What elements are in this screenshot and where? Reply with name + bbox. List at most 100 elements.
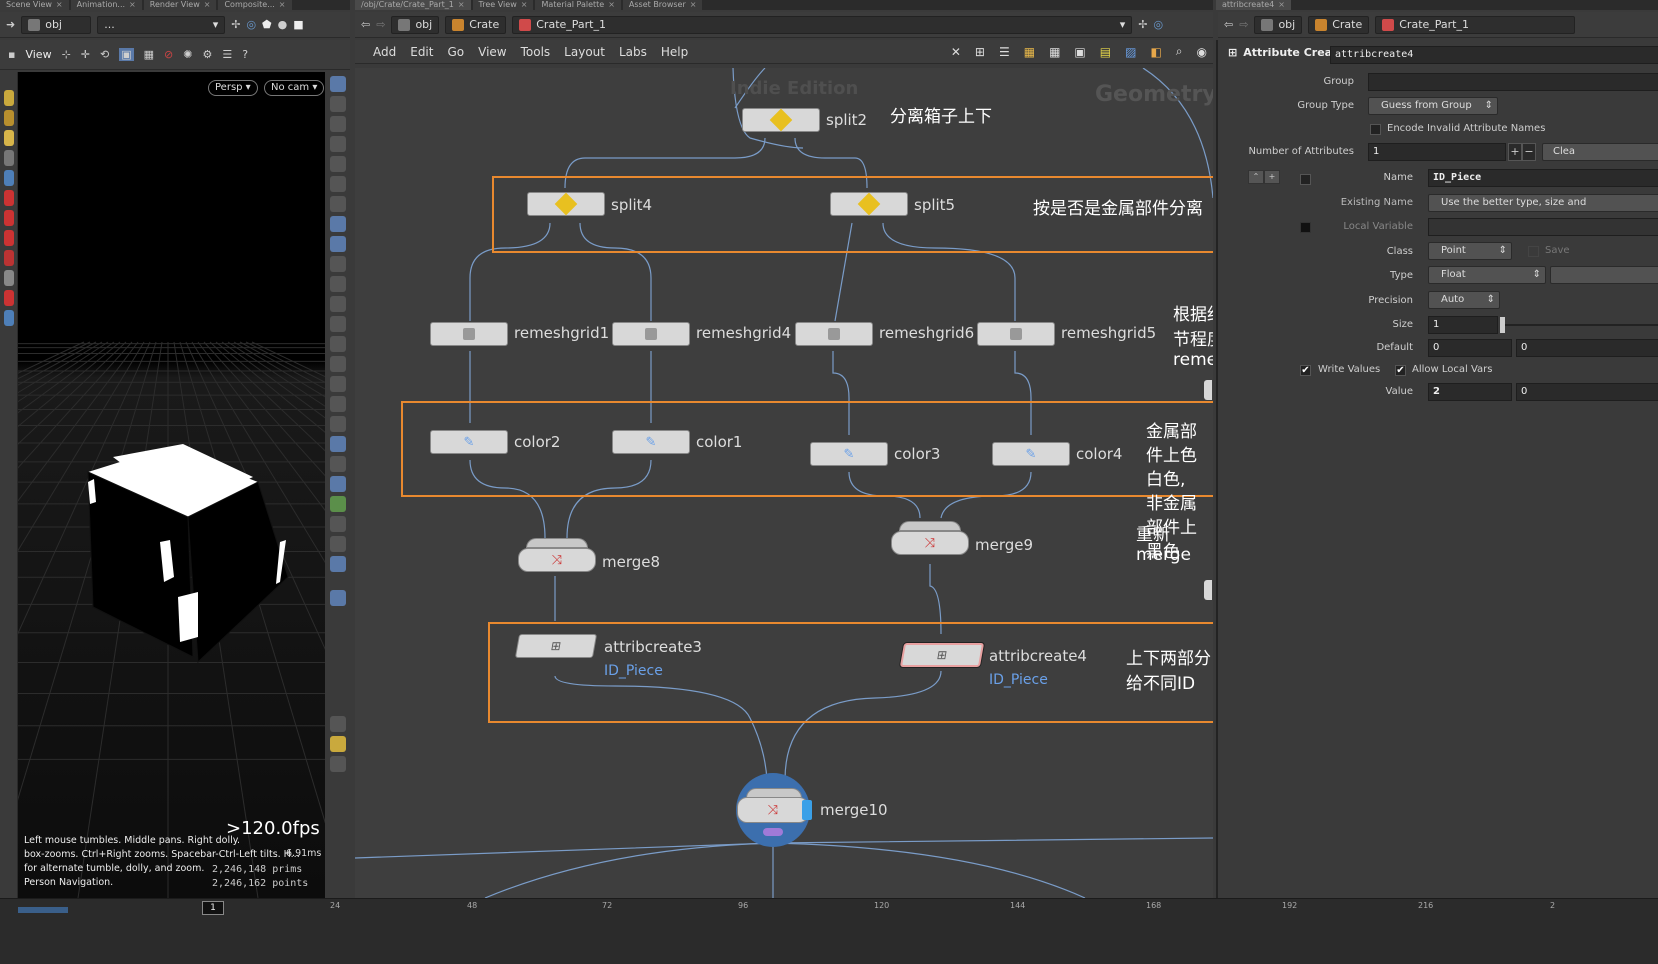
menu-labs[interactable]: Labs bbox=[618, 44, 647, 59]
remove-attribute-button[interactable]: − bbox=[1522, 143, 1536, 161]
stack-icon[interactable]: ◧ bbox=[1150, 44, 1162, 59]
node-merge8[interactable]: ⤨ bbox=[518, 538, 596, 574]
size-slider-handle[interactable] bbox=[1500, 317, 1505, 333]
point-light-icon[interactable] bbox=[330, 196, 346, 212]
select-tool-icon[interactable]: ⊹ bbox=[61, 48, 71, 61]
type-dropdown[interactable]: Float⇕ bbox=[1428, 266, 1546, 284]
close-icon[interactable]: × bbox=[457, 0, 465, 9]
checker-icon[interactable] bbox=[330, 456, 346, 472]
corner-icon[interactable] bbox=[330, 416, 346, 432]
tree-icon[interactable]: ⊞ bbox=[974, 44, 985, 59]
grid-mono-icon[interactable]: ▦ bbox=[1049, 44, 1061, 59]
search-icon[interactable]: ⌕ bbox=[1175, 44, 1183, 58]
tab-composite[interactable]: Composite...× bbox=[218, 0, 292, 10]
num-attributes-field[interactable]: 1 bbox=[1368, 143, 1506, 161]
tool-icon-10[interactable] bbox=[3, 270, 14, 286]
existing-name-dropdown[interactable]: Use the better type, size and bbox=[1428, 194, 1658, 212]
tools-icon[interactable]: ✕ bbox=[950, 44, 961, 59]
rotate-tool-icon[interactable]: ⟲ bbox=[100, 48, 110, 61]
encode-checkbox[interactable] bbox=[1370, 124, 1381, 135]
close-icon[interactable]: × bbox=[520, 0, 528, 9]
tab-network-path[interactable]: /obj/Crate/Crate_Part_1× bbox=[355, 0, 471, 10]
pin-icon[interactable]: ✢ bbox=[231, 18, 241, 31]
playback-controls[interactable] bbox=[18, 907, 68, 913]
node-color4[interactable]: ✎ bbox=[992, 442, 1070, 466]
tab-scene-view[interactable]: Scene View× bbox=[0, 0, 69, 10]
tool-icon-3[interactable] bbox=[3, 130, 14, 146]
insert-icon[interactable]: + bbox=[1264, 170, 1280, 184]
attribute-name-field[interactable]: ID_Piece bbox=[1428, 169, 1658, 187]
network-editor[interactable]: Indie Edition Geometry 分离箱子上下 按是否是金属部件分离… bbox=[355, 68, 1213, 898]
menu-layout[interactable]: Layout bbox=[564, 44, 605, 59]
move-up-icon[interactable]: ⌃ bbox=[1248, 170, 1264, 184]
link-icon[interactable]: ◎ bbox=[246, 18, 257, 31]
node-merge9[interactable]: ⤨ bbox=[891, 521, 969, 557]
obj-path-button[interactable]: obj bbox=[391, 15, 440, 34]
default-field-1[interactable]: 0 bbox=[1428, 339, 1512, 357]
lock-icon[interactable] bbox=[330, 116, 346, 132]
menu-help[interactable]: Help bbox=[660, 44, 689, 59]
tool-icon-2[interactable] bbox=[3, 110, 14, 126]
multiparm-toggle-2[interactable] bbox=[1300, 222, 1311, 233]
no-icon[interactable]: ⊘ bbox=[164, 48, 174, 61]
pane-splitter-handle[interactable] bbox=[1204, 380, 1212, 400]
node-split2[interactable] bbox=[742, 108, 820, 132]
brush-icon[interactable] bbox=[330, 336, 346, 352]
frame-field[interactable]: 1 bbox=[202, 901, 224, 915]
timeline-bar[interactable]: 1 24 48 72 96 120 144 168 192 216 2 bbox=[0, 898, 1658, 964]
back-icon[interactable]: ⇦ bbox=[361, 18, 371, 31]
save-checkbox[interactable] bbox=[1528, 246, 1539, 257]
tool-icon-7[interactable] bbox=[3, 210, 14, 226]
node-merge10[interactable]: ⤨ bbox=[736, 773, 812, 847]
tool-icon-4[interactable] bbox=[3, 150, 14, 166]
link-icon[interactable]: ◎ bbox=[1153, 18, 1164, 31]
bucket-icon[interactable] bbox=[330, 376, 346, 392]
view-icon-b[interactable] bbox=[330, 236, 346, 252]
tab-tree-view[interactable]: Tree View× bbox=[472, 0, 534, 10]
close-icon[interactable]: × bbox=[203, 0, 211, 9]
obj-path-button[interactable]: obj bbox=[1254, 15, 1303, 34]
close-icon[interactable]: × bbox=[129, 0, 136, 9]
menu-add[interactable]: Add bbox=[373, 44, 397, 59]
list-icon[interactable]: ☰ bbox=[998, 44, 1010, 59]
pane-splitter-handle-2[interactable] bbox=[1204, 580, 1212, 600]
persp-dropdown[interactable]: Persp ▾ bbox=[208, 80, 258, 96]
class-dropdown[interactable]: Point⇕ bbox=[1428, 242, 1512, 260]
tab-animation[interactable]: Animation...× bbox=[70, 0, 142, 10]
node-attribcreate4[interactable]: ⊞ bbox=[899, 643, 985, 667]
crate-path-button[interactable]: Crate bbox=[1308, 15, 1370, 34]
grid-icon[interactable]: ▦ bbox=[143, 48, 155, 61]
tool-icon-6[interactable] bbox=[3, 190, 14, 206]
node-remeshgrid6[interactable] bbox=[795, 322, 873, 346]
size-slider[interactable] bbox=[1500, 324, 1658, 326]
camera-icon[interactable]: ✺ bbox=[183, 48, 193, 61]
node-attribcreate3[interactable]: ⊞ bbox=[514, 634, 598, 658]
shade-icon[interactable]: ⬟ bbox=[262, 18, 272, 31]
settings-icon[interactable]: ⚙ bbox=[202, 48, 213, 61]
default-field-2[interactable]: 0 bbox=[1516, 339, 1658, 357]
group-field[interactable] bbox=[1368, 73, 1658, 91]
menu-go[interactable]: Go bbox=[447, 44, 465, 59]
image-icon[interactable] bbox=[330, 556, 346, 572]
node-color1[interactable]: ✎ bbox=[612, 430, 690, 454]
back-icon[interactable]: ⇦ bbox=[1224, 18, 1234, 31]
shading-icon[interactable] bbox=[330, 156, 346, 172]
node-split4[interactable] bbox=[527, 192, 605, 216]
node-remeshgrid4[interactable] bbox=[612, 322, 690, 346]
display-flag[interactable] bbox=[802, 800, 812, 820]
forward-icon[interactable]: ⇨ bbox=[376, 18, 386, 31]
forward-icon[interactable]: ⇨ bbox=[1239, 18, 1249, 31]
sphere-icon[interactable]: ● bbox=[277, 18, 288, 31]
node-remeshgrid5[interactable] bbox=[977, 322, 1055, 346]
tab-render-view[interactable]: Render View× bbox=[143, 0, 217, 10]
pen-icon[interactable] bbox=[330, 316, 346, 332]
clear-button[interactable]: Clea bbox=[1542, 143, 1658, 161]
tool-icon-5[interactable] bbox=[3, 170, 14, 186]
counter-12-icon[interactable] bbox=[330, 356, 346, 372]
camera-pin-icon[interactable] bbox=[330, 590, 346, 606]
part-path-button[interactable]: Crate_Part_1 bbox=[1375, 15, 1576, 34]
group-type-dropdown[interactable]: Guess from Group⇕ bbox=[1368, 97, 1498, 115]
node-color2[interactable]: ✎ bbox=[430, 430, 508, 454]
wire-icon[interactable] bbox=[330, 96, 346, 112]
obj-path-button[interactable]: obj bbox=[21, 15, 92, 34]
